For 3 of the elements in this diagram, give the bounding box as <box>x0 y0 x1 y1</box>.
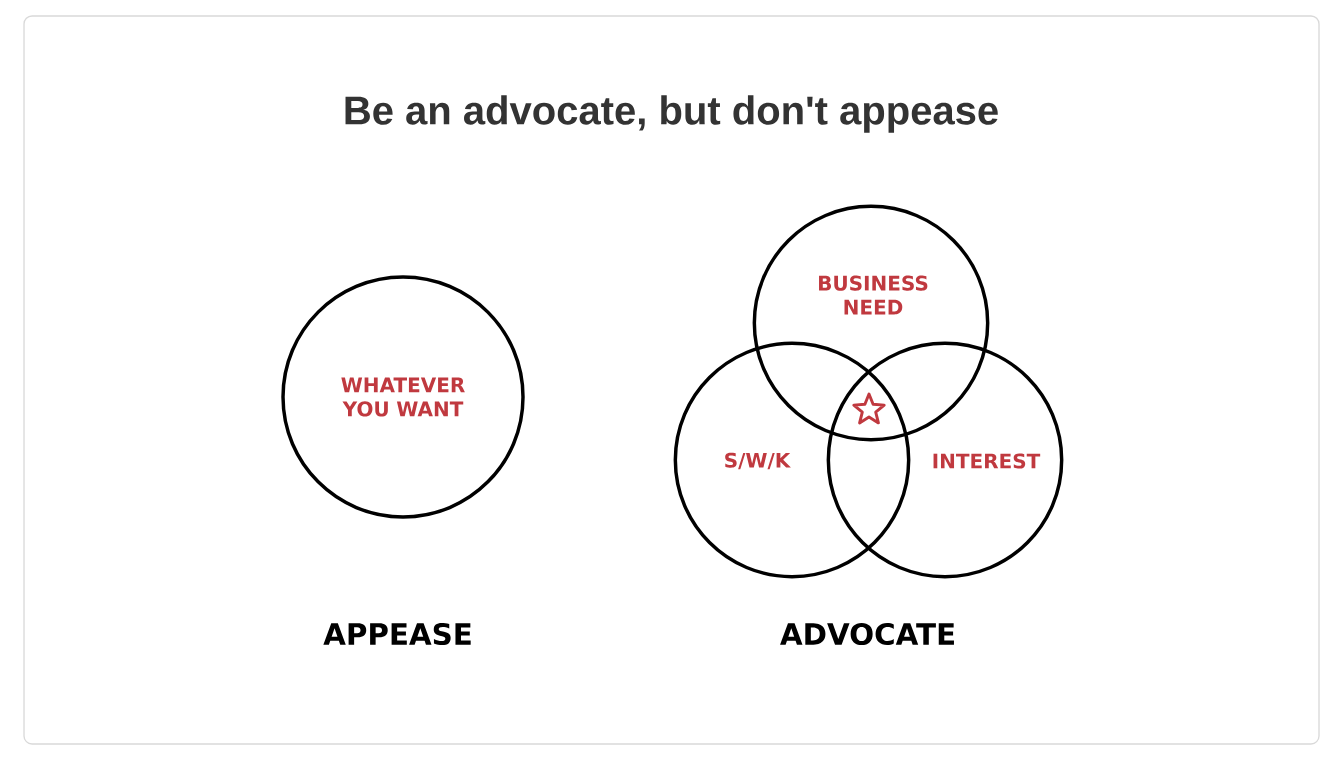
title: Be an advocate, but don't appease <box>345 95 998 133</box>
caption: APPEASE <box>323 622 471 646</box>
caption: ADVOCATE <box>780 622 954 646</box>
